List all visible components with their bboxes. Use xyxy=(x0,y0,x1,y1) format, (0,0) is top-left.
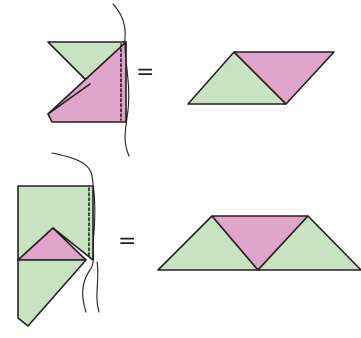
top-unit-thread xyxy=(112,3,130,157)
bottom-unit-lower-green xyxy=(17,259,87,327)
top-result-pink-triangle xyxy=(233,51,335,105)
bottom-unit-thread-tail xyxy=(96,261,100,313)
top-result-parallelogram xyxy=(187,51,335,105)
top-unit-inner-edge xyxy=(47,83,91,115)
top-unit-pink-triangle xyxy=(47,41,127,123)
bottom-result-trapezoid xyxy=(157,215,361,271)
equals-sign-bottom: = xyxy=(118,229,137,254)
bottom-result-right-green xyxy=(257,215,361,271)
bottom-unit-thread xyxy=(51,152,96,313)
bottom-unit-upper-green xyxy=(17,185,94,261)
top-sewn-unit xyxy=(47,3,130,157)
equals-sign-top: = xyxy=(136,60,155,85)
bottom-sewn-unit xyxy=(17,152,100,327)
